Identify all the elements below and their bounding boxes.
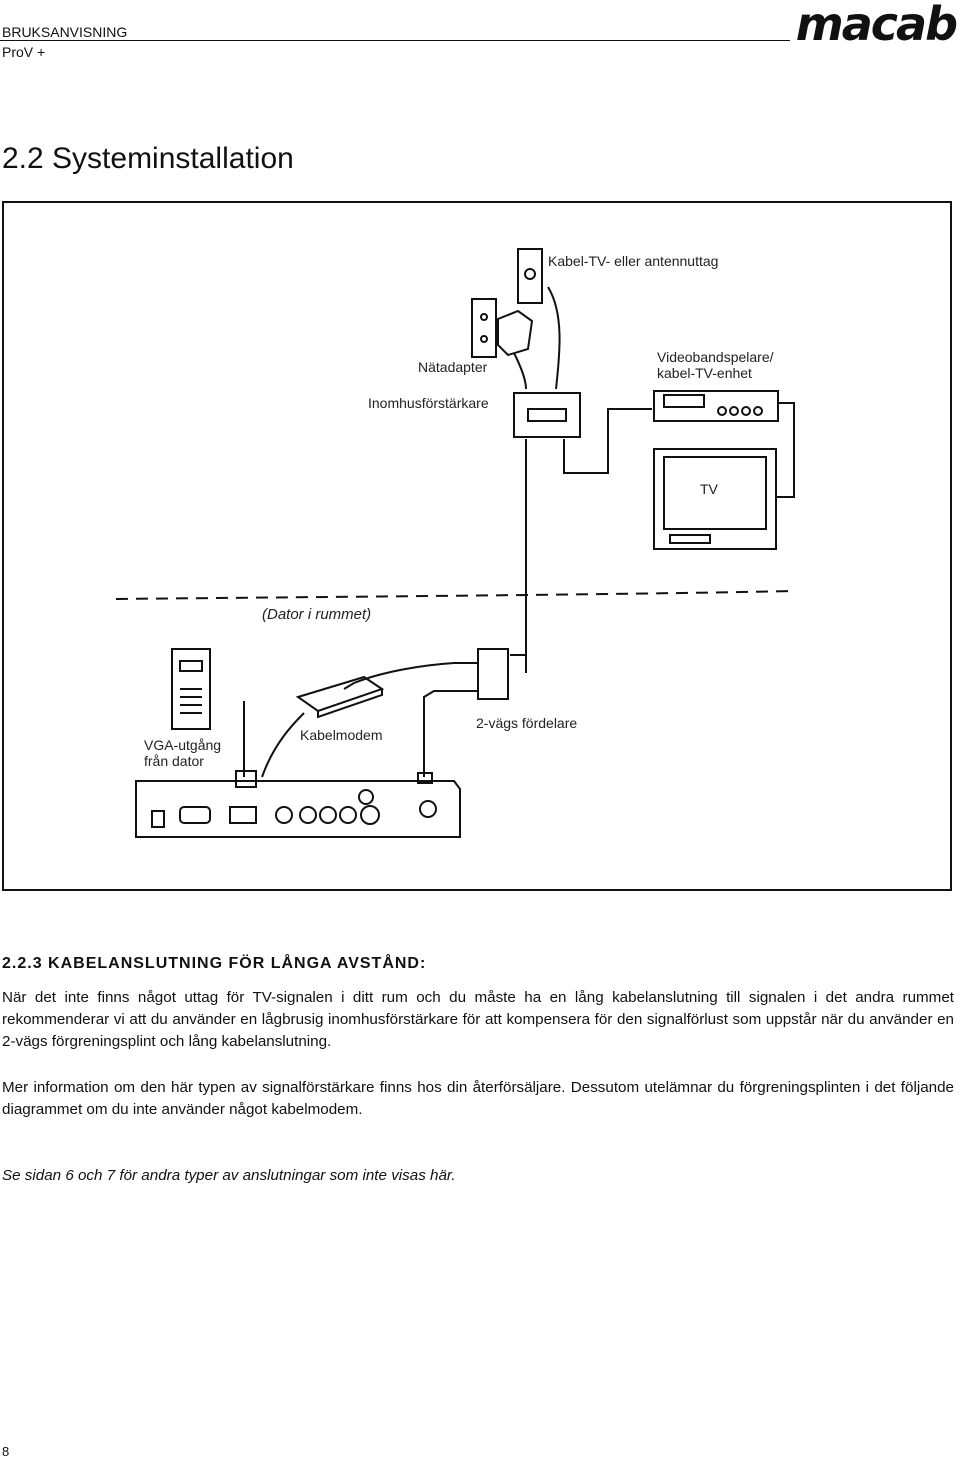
brand-logo: macab [795, 0, 958, 51]
vga-source-icon [171, 648, 211, 730]
room-divider-label: (Dator i rummet) [262, 606, 372, 623]
installation-diagram: Kabel-TV- eller antennuttag Nätadapter V… [2, 201, 952, 891]
room-divider-line [115, 590, 795, 600]
vcr-icon [653, 390, 779, 422]
vcr-label-line2: kabel-TV-enhet [657, 365, 752, 381]
converter-unit-icon [135, 780, 461, 838]
power-adapter-icon [497, 309, 534, 357]
vcr-label-line1: Videobandspelare/ [657, 349, 774, 365]
vga-label-line1: VGA-utgång [144, 737, 222, 753]
power-adapter-label: Nätadapter [418, 359, 488, 375]
cable-modem-icon [295, 675, 385, 713]
document-header: BRUKSANVISNING ProV + [2, 22, 127, 62]
page-number: 8 [2, 1444, 10, 1459]
reference-note: Se sidan 6 och 7 för andra typer av ansl… [2, 1167, 456, 1184]
vga-label: VGA-utgång från dator [144, 737, 221, 769]
vcr-label: Videobandspelare/ kabel-TV-enhet [657, 349, 774, 381]
splitter-icon [477, 648, 509, 700]
tv-label: TV [700, 481, 718, 497]
diagram-drawing [115, 248, 795, 838]
wall-outlet-label: Kabel-TV- eller antennuttag [548, 253, 719, 269]
doc-label: BRUKSANVISNING [2, 24, 128, 40]
paragraph-2: Mer information om den här typen av sign… [2, 1079, 954, 1118]
header-rule [0, 40, 790, 41]
section-title: 2.2 Systeminstallation [2, 142, 294, 175]
tv-icon [653, 448, 777, 550]
amplifier-icon [513, 392, 581, 438]
vga-label-line2: från dator [144, 753, 204, 769]
amplifier-label: Inomhusförstärkare [368, 395, 489, 411]
power-outlet-icon [471, 298, 497, 358]
splitter-label: 2-vägs fördelare [476, 715, 578, 731]
subsection-title: 2.2.3 KABELANSLUTNING FÖR LÅNGA AVSTÅND: [2, 955, 427, 972]
wall-outlet-icon [517, 248, 543, 304]
model-name: ProV + [2, 44, 46, 60]
paragraph-1: När det inte finns något uttag för TV-si… [2, 989, 954, 1050]
modem-label: Kabelmodem [300, 727, 383, 743]
